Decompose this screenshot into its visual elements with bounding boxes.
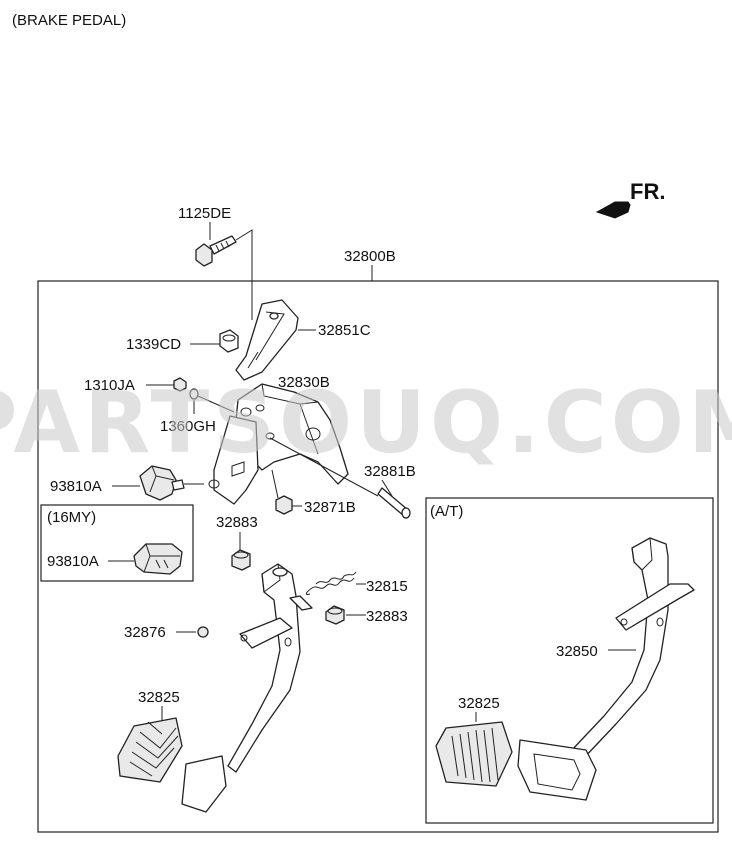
label-32815: 32815 [366, 578, 408, 595]
inset-16MY: (16MY) 93810A [40, 504, 194, 582]
label-32850: 32850 [556, 643, 598, 660]
brake-switch-16MY-icon [133, 543, 183, 575]
washer-1360GH: 1360GH [160, 388, 235, 435]
bolt-32871B: 32871B [271, 469, 356, 516]
return-spring-icon [311, 577, 355, 589]
stopper-icon [197, 626, 209, 638]
label-1310JA: 1310JA [84, 377, 135, 394]
small-nut-icon [173, 377, 187, 392]
watermark: PARTSOUQ.COM [0, 373, 732, 473]
inset-AT-frame [425, 497, 714, 824]
assembly-frame [37, 280, 719, 833]
label-1360GH: 1360GH [160, 418, 216, 435]
at-pedal-lever-icon [615, 583, 695, 631]
inset-AT: (A/T) 32850 32825 [425, 497, 714, 824]
bushing-icon [231, 549, 251, 571]
inset-16MY-label: (16MY) [47, 509, 96, 526]
label-93810A-16MY: 93810A [47, 553, 99, 570]
label-1339CD: 1339CD [126, 336, 181, 353]
bolt-shank-icon [209, 235, 237, 255]
bolt-head-icon [195, 243, 213, 267]
label-32825-AT: 32825 [458, 695, 500, 712]
nut-1310JA: 1310JA [84, 377, 187, 394]
label-32830B: 32830B [278, 374, 330, 391]
bracket-32851C: 32851C [235, 299, 371, 381]
pin-32881B: 32881B [269, 437, 416, 519]
spring-32815: 32815 [305, 571, 408, 595]
pedal-lever-tab-icon [239, 617, 293, 649]
brake-pedal-arm [181, 563, 313, 813]
inset-16MY-frame [40, 504, 194, 582]
bracket-side-plate-icon [213, 415, 259, 505]
bolt-1125DE: 1125DE [178, 205, 253, 320]
label-1125DE: 1125DE [178, 205, 231, 222]
pedal-pad-32825: 32825 [117, 689, 183, 783]
front-arrow-icon [595, 201, 631, 219]
label-32876: 32876 [124, 624, 166, 641]
label-32800B: 32800B [344, 248, 396, 265]
label-32871B: 32871B [304, 499, 356, 516]
nut-1339CD: 1339CD [126, 329, 239, 353]
bushing-32883-upper: 32883 [216, 514, 258, 571]
label-32883-upper: 32883 [216, 514, 258, 531]
stopper-32876: 32876 [124, 624, 209, 641]
label-32825: 32825 [138, 689, 180, 706]
inset-AT-label: (A/T) [430, 503, 463, 520]
label-93810A: 93810A [50, 478, 102, 495]
hex-bolt-icon [275, 495, 293, 515]
diagram-title: (BRAKE PEDAL) [12, 12, 126, 29]
front-direction-label: FR. [630, 179, 665, 204]
pedal-pad-icon [117, 717, 183, 783]
label-32851C: 32851C [318, 322, 371, 339]
bushing-lower-icon [325, 605, 345, 625]
bracket-32830B: 32830B [208, 374, 349, 505]
pedal-foot-pad-icon [181, 755, 227, 813]
washer-icon [189, 388, 199, 400]
label-32881B: 32881B [364, 463, 416, 480]
bracket-icon [235, 299, 299, 381]
label-32883-lower: 32883 [366, 608, 408, 625]
front-direction-indicator: FR. [595, 179, 665, 219]
bushing-32883-lower: 32883 [325, 605, 408, 625]
switch-93810A: 93810A [50, 465, 204, 501]
pedal-arm-icon [227, 563, 301, 773]
